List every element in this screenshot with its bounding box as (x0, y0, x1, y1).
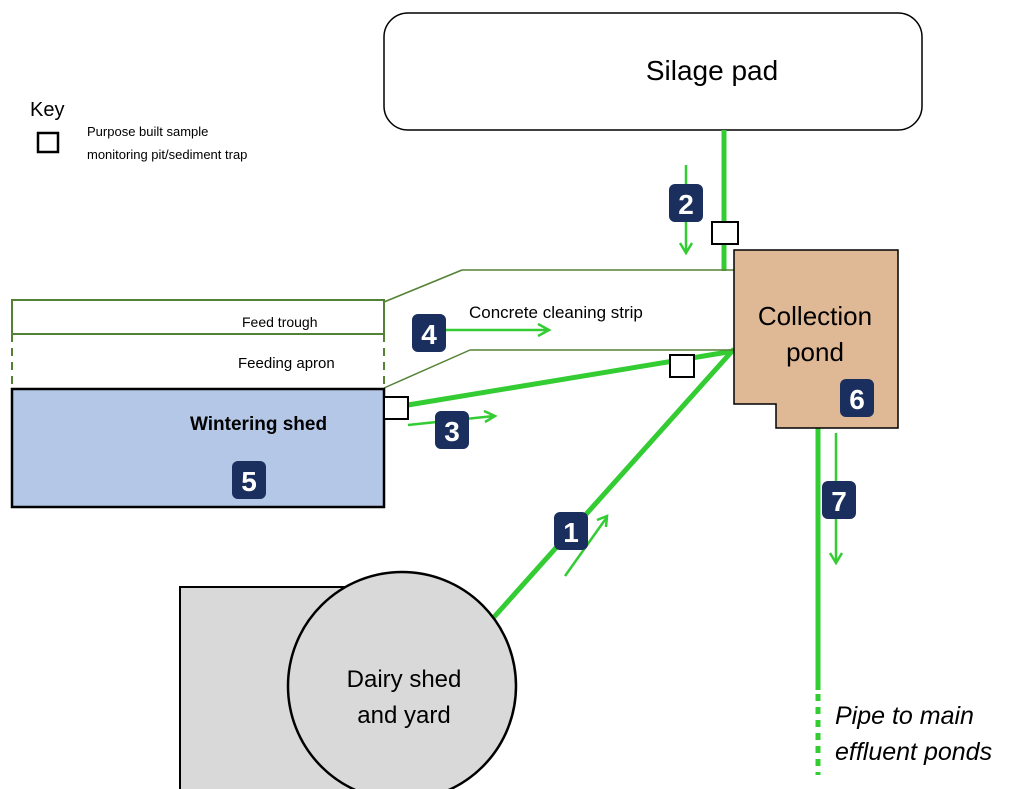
pipe-label: Pipe to main effluent ponds (835, 702, 992, 766)
pipe-label-line-1: Pipe to main (835, 702, 974, 730)
site-badges: 1 2 3 4 5 6 7 (232, 184, 874, 550)
silage-pad-box (383, 12, 923, 131)
concrete-strip: Concrete cleaning strip (383, 269, 734, 389)
square-outline-icon (36, 131, 60, 154)
site-badge-3: 3 (435, 411, 469, 449)
svg-text:2: 2 (678, 189, 694, 220)
svg-text:7: 7 (831, 486, 847, 517)
sample-pit-silage (711, 221, 739, 245)
key: Key Purpose built sample monitoring pit/… (30, 99, 247, 162)
strip-bottom-edge (383, 349, 471, 389)
key-title: Key (30, 99, 64, 121)
sample-pit-dairy (669, 354, 695, 378)
dairy-shed-line-1: Dairy shed (347, 666, 462, 693)
feeding-apron-label: Feeding apron (238, 355, 335, 372)
pipe-label-line-2: effluent ponds (835, 738, 992, 766)
key-line-1: Purpose built sample (87, 124, 208, 139)
sample-pit-shed (383, 396, 409, 420)
silage-pad: Silage pad (383, 12, 923, 131)
feed-trough (11, 299, 385, 335)
svg-text:5: 5 (241, 466, 257, 497)
dairy-shed: Dairy shed and yard (179, 570, 518, 789)
site-badge-5: 5 (232, 461, 266, 499)
dairy-shed-line-2: and yard (357, 702, 450, 729)
wintering-shed: Wintering shed (10, 387, 386, 509)
site-badge-7: 7 (822, 481, 856, 519)
svg-text:6: 6 (849, 384, 865, 415)
site-badge-6: 6 (840, 379, 874, 417)
dairy-to-pond-pipe (484, 347, 736, 628)
concrete-strip-label: Concrete cleaning strip (469, 303, 643, 322)
collection-pond-line-2: pond (786, 337, 844, 367)
svg-text:1: 1 (563, 517, 579, 548)
dairy-yard-circle (286, 570, 518, 789)
svg-text:4: 4 (421, 319, 437, 350)
silage-pad-label: Silage pad (646, 55, 778, 86)
site-badge-2: 2 (669, 184, 703, 222)
key-line-2: monitoring pit/sediment trap (87, 147, 247, 162)
site-badge-1: 1 (554, 512, 588, 550)
feed-area: Feed trough Feeding apron (11, 299, 385, 388)
wintering-shed-label: Wintering shed (190, 414, 327, 435)
sample-pits (383, 221, 739, 420)
feed-trough-label: Feed trough (242, 314, 318, 330)
collection-pond-line-1: Collection (758, 301, 872, 331)
strip-top-edge (383, 269, 463, 303)
svg-text:3: 3 (444, 416, 460, 447)
arrow-right-icon (445, 322, 552, 338)
wintering-shed-box (10, 387, 386, 509)
site-badge-4: 4 (412, 314, 446, 352)
